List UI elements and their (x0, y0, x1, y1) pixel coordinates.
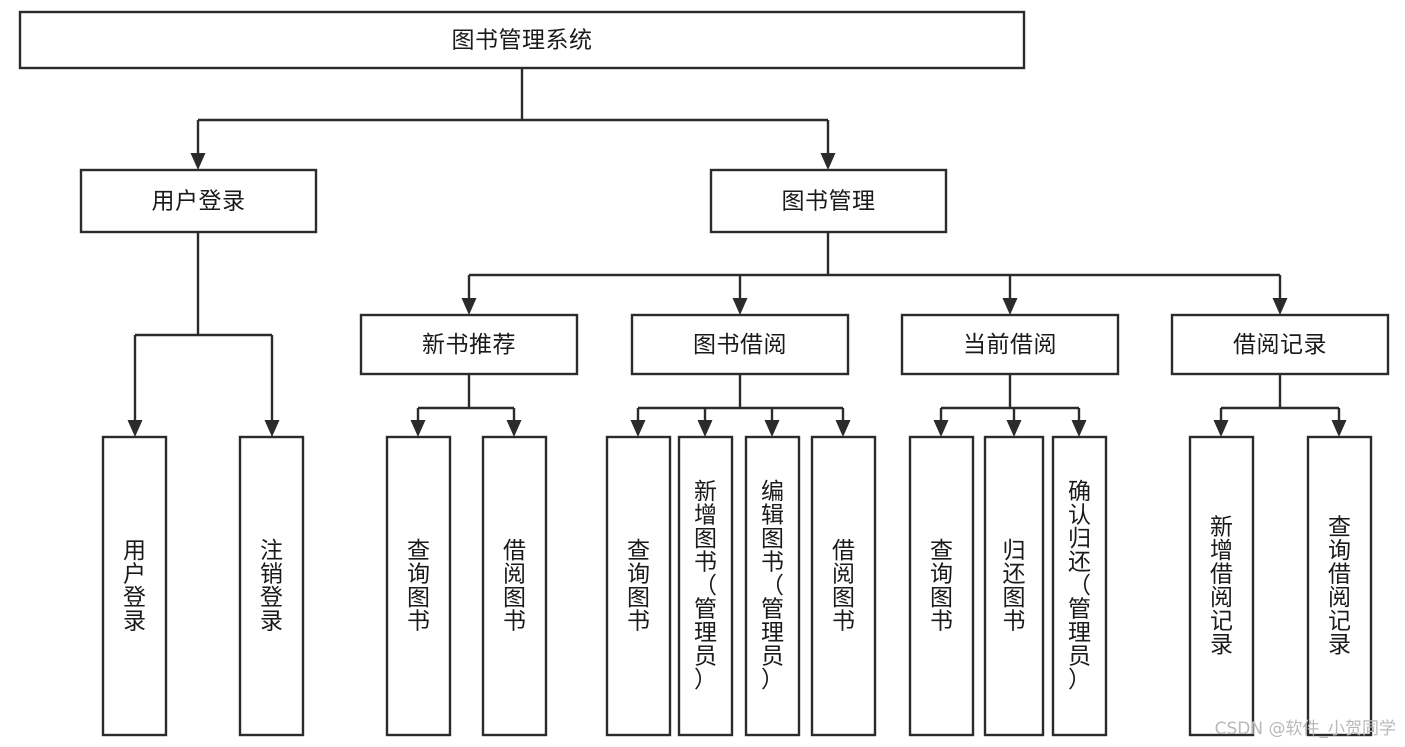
arrowhead-layer (127, 153, 1347, 437)
node-box-leaf-borrow-add-book[interactable] (677, 435, 734, 737)
node-label-new-book-recommend: 新书推荐 (422, 332, 516, 358)
node-root[interactable]: 图书管理系统 (18, 10, 1026, 70)
node-box-leaf-borrow-query-book[interactable] (605, 435, 672, 737)
node-leaf-current-query-book[interactable]: 查询图书 (908, 435, 975, 737)
node-box-new-book-recommend[interactable] (359, 313, 579, 376)
node-box-book-borrow[interactable] (630, 313, 850, 376)
node-label-current-borrow: 当前借阅 (963, 332, 1057, 358)
node-box-leaf-borrow-edit-book[interactable] (744, 435, 801, 737)
arrow-borrow-record (1272, 298, 1288, 315)
node-leaf-current-confirm-return[interactable]: 确认归还（管理员） (1051, 435, 1108, 737)
node-leaf-borrow-query-book[interactable]: 查询图书 (605, 435, 672, 737)
arrow-leaf-recommend-borrow (506, 420, 522, 437)
node-box-leaf-current-confirm-return[interactable] (1051, 435, 1108, 737)
node-label-leaf-recommend-borrow-book: 借阅图书 (503, 537, 526, 634)
arrow-leaf-current-query (933, 420, 949, 437)
node-box-leaf-record-query[interactable] (1306, 435, 1373, 737)
node-label-leaf-current-query-book: 查询图书 (930, 537, 953, 634)
csdn-watermark: CSDN @软件_小贺同学 (1215, 719, 1396, 739)
arrow-leaf-user-login (127, 420, 143, 437)
node-leaf-record-add[interactable]: 新增借阅记录 (1188, 435, 1255, 737)
node-leaf-recommend-query-book[interactable]: 查询图书 (385, 435, 452, 737)
node-leaf-user-login[interactable]: 用户登录 (101, 435, 168, 737)
arrow-leaf-borrow-add (697, 420, 713, 437)
node-label-leaf-borrow-add-book: 新增图书（管理员） (694, 479, 717, 693)
arrow-leaf-current-confirm (1071, 420, 1087, 437)
arrow-book-manage (820, 153, 836, 170)
node-book-borrow[interactable]: 图书借阅 (630, 313, 850, 376)
node-box-leaf-user-login[interactable] (101, 435, 168, 737)
arrow-current-borrow (1002, 298, 1018, 315)
node-label-leaf-current-confirm-return: 确认归还（管理员） (1068, 479, 1091, 693)
arrow-leaf-borrow-edit (764, 420, 780, 437)
node-book-manage[interactable]: 图书管理 (709, 168, 948, 234)
node-label-book-manage: 图书管理 (782, 189, 876, 215)
arrow-leaf-record-query (1331, 420, 1347, 437)
arrow-leaf-user-logout (264, 420, 280, 437)
node-label-leaf-recommend-query-book: 查询图书 (407, 537, 430, 634)
node-label-leaf-user-logout: 注销登录 (260, 537, 283, 634)
arrow-leaf-record-add (1213, 420, 1229, 437)
node-leaf-recommend-borrow-book[interactable]: 借阅图书 (481, 435, 548, 737)
node-borrow-record[interactable]: 借阅记录 (1170, 313, 1390, 376)
node-box-borrow-record[interactable] (1170, 313, 1390, 376)
node-box-leaf-current-return-book[interactable] (983, 435, 1045, 737)
arrow-leaf-borrow-query (630, 420, 646, 437)
node-label-leaf-current-return-book: 归还图书 (1003, 537, 1026, 634)
node-box-user-login[interactable] (79, 168, 318, 234)
node-label-leaf-borrow-query-book: 查询图书 (627, 537, 650, 634)
node-label-root: 图书管理系统 (452, 28, 593, 54)
node-label-leaf-user-login: 用户登录 (123, 537, 146, 634)
node-box-leaf-recommend-borrow-book[interactable] (481, 435, 548, 737)
node-leaf-user-logout[interactable]: 注销登录 (238, 435, 305, 737)
node-box-book-manage[interactable] (709, 168, 948, 234)
node-label-leaf-record-add: 新增借阅记录 (1210, 514, 1233, 658)
arrow-leaf-current-return (1006, 420, 1022, 437)
node-label-user-login: 用户登录 (152, 189, 246, 215)
node-label-leaf-borrow-edit-book: 编辑图书（管理员） (761, 479, 784, 693)
node-user-login[interactable]: 用户登录 (79, 168, 318, 234)
node-leaf-record-query[interactable]: 查询借阅记录 (1306, 435, 1373, 737)
arrow-new-book-recommend (461, 298, 477, 315)
arrow-leaf-recommend-query (410, 420, 426, 437)
node-label-book-borrow: 图书借阅 (693, 332, 787, 358)
arrow-user-login (190, 153, 206, 170)
node-box-current-borrow[interactable] (900, 313, 1120, 376)
node-leaf-borrow-edit-book[interactable]: 编辑图书（管理员） (744, 435, 801, 737)
watermark-layer: CSDN @软件_小贺同学 (1215, 719, 1396, 739)
node-box-root[interactable] (18, 10, 1026, 70)
node-leaf-borrow-add-book[interactable]: 新增图书（管理员） (677, 435, 734, 737)
node-current-borrow[interactable]: 当前借阅 (900, 313, 1120, 376)
node-label-borrow-record: 借阅记录 (1233, 332, 1327, 358)
node-box-leaf-recommend-query-book[interactable] (385, 435, 452, 737)
node-layer: 图书管理系统用户登录图书管理新书推荐图书借阅当前借阅借阅记录用户登录注销登录查询… (18, 10, 1390, 737)
node-box-leaf-record-add[interactable] (1188, 435, 1255, 737)
node-box-leaf-user-logout[interactable] (238, 435, 305, 737)
node-box-leaf-current-query-book[interactable] (908, 435, 975, 737)
node-new-book-recommend[interactable]: 新书推荐 (359, 313, 579, 376)
arrow-leaf-borrow-borrow (835, 420, 851, 437)
arrow-book-borrow (732, 298, 748, 315)
node-label-leaf-borrow-borrow-book: 借阅图书 (832, 537, 855, 634)
node-leaf-current-return-book[interactable]: 归还图书 (983, 435, 1045, 737)
node-box-leaf-borrow-borrow-book[interactable] (810, 435, 877, 737)
node-leaf-borrow-borrow-book[interactable]: 借阅图书 (810, 435, 877, 737)
node-label-leaf-record-query: 查询借阅记录 (1328, 514, 1351, 658)
